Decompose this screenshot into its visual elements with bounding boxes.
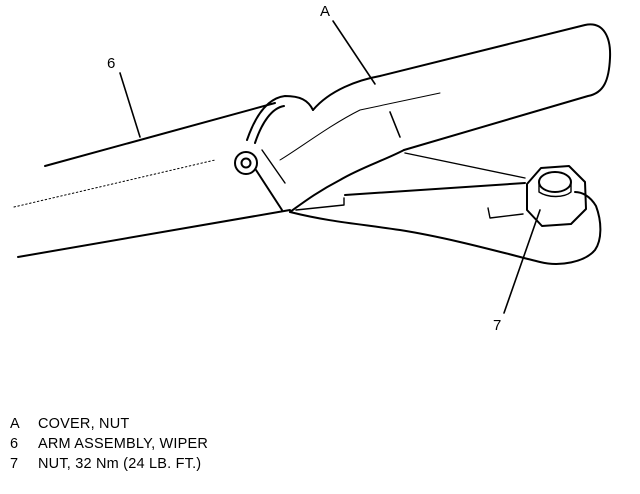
leader-line-a	[332, 20, 376, 85]
legend-key: 6	[10, 436, 19, 452]
callout-a: A	[320, 3, 330, 20]
wiper-arm-assembly	[13, 95, 314, 258]
mounting-arm	[289, 152, 602, 265]
legend: A COVER, NUT 6 ARM ASSEMBLY, WIPER 7 NUT…	[10, 414, 410, 474]
legend-row-7: 7 NUT, 32 Nm (24 LB. FT.)	[10, 454, 410, 474]
callout-6: 6	[107, 55, 115, 72]
legend-text: COVER, NUT	[38, 416, 130, 432]
nut-cover	[279, 23, 612, 213]
legend-row-a: A COVER, NUT	[10, 414, 410, 434]
legend-text: ARM ASSEMBLY, WIPER	[38, 436, 209, 452]
legend-row-6: 6 ARM ASSEMBLY, WIPER	[10, 434, 410, 454]
leader-line-7	[503, 209, 541, 314]
leader-line-6	[119, 72, 141, 138]
legend-text: NUT, 32 Nm (24 LB. FT.)	[38, 456, 202, 472]
legend-key: 7	[10, 456, 19, 472]
hex-nut	[526, 165, 587, 227]
callout-7: 7	[493, 317, 501, 334]
legend-key: A	[10, 416, 20, 432]
